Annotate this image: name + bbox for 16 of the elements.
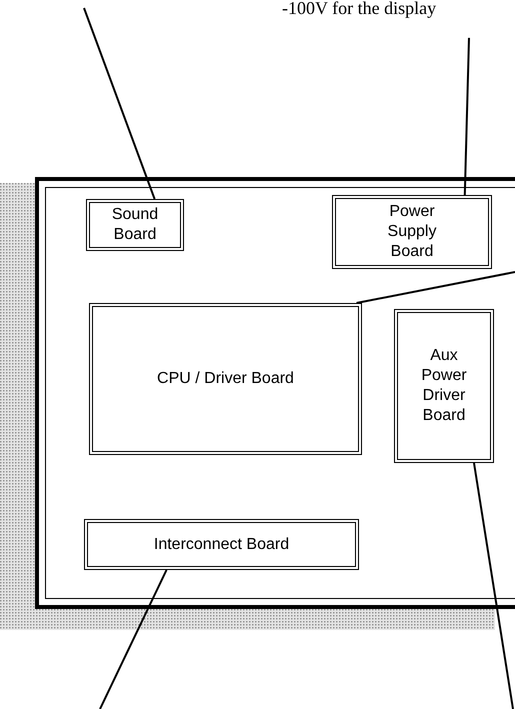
- circuit-board-box: [332, 195, 492, 269]
- board-label: Sound Board: [110, 205, 160, 245]
- leader-line: [464, 38, 470, 196]
- annotation-text: -100V for the display: [282, 0, 502, 19]
- board-label: Aux Power Driver Board: [420, 346, 468, 426]
- leader-line: [99, 570, 168, 709]
- leader-line: [356, 271, 515, 304]
- circuit-board-box: [89, 303, 362, 455]
- circuit-board-box: [84, 519, 359, 570]
- board-label: Interconnect Board: [154, 534, 290, 554]
- board-label: Power Supply Board: [386, 202, 438, 262]
- circuit-board-box: [394, 309, 494, 463]
- leader-line: [473, 462, 514, 709]
- board-label: CPU / Driver Board: [157, 369, 294, 389]
- cabinet-outline: [35, 177, 515, 609]
- circuit-board-box: [86, 199, 184, 251]
